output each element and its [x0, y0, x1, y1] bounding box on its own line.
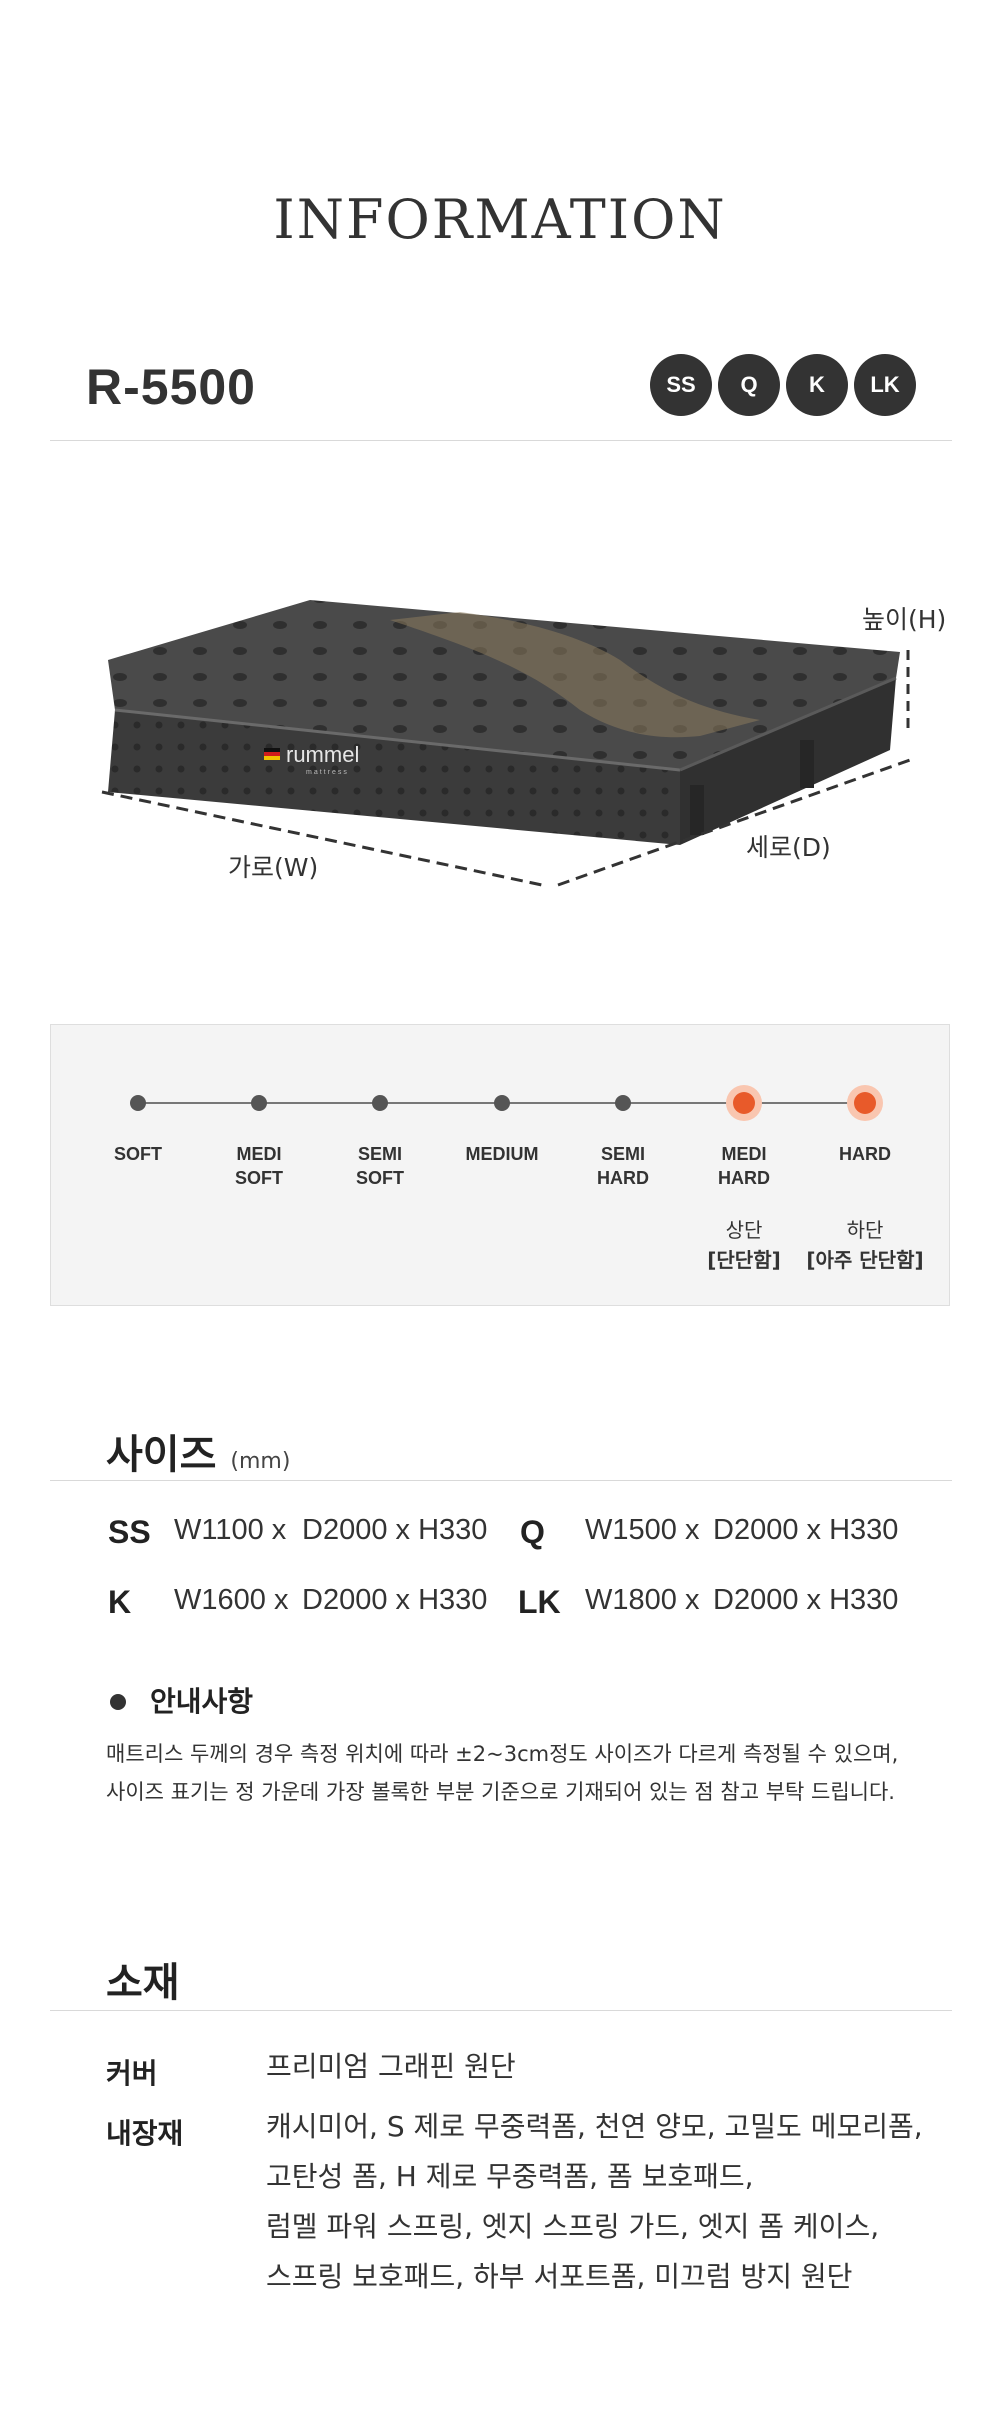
- inner-material-line: 럼멜 파워 스프링, 엣지 스프링 가드, 엣지 폼 케이스,: [266, 2210, 880, 2243]
- materials-section-title: 소재: [106, 1960, 180, 2006]
- size-badge-group: SS Q K LK: [650, 354, 916, 416]
- firmness-note-position: 하단: [846, 1218, 884, 1242]
- size-depth-height: D2000 x H330: [713, 1584, 899, 1616]
- brand-logo-sub: mattress: [306, 769, 349, 776]
- size-title-text: 사이즈: [106, 1432, 217, 1478]
- brand-logo: rummel: [286, 742, 359, 767]
- firmness-note-desc: [단단함]: [707, 1248, 781, 1272]
- size-depth-height: D2000 x H330: [713, 1514, 899, 1546]
- width-label: 가로(W): [228, 853, 319, 882]
- cover-value: 프리미엄 그래핀 원단: [266, 2050, 516, 2083]
- notice-title: 안내사항: [150, 1685, 254, 1718]
- size-width: W1100 x: [174, 1514, 287, 1546]
- bullet-icon: [110, 1694, 126, 1710]
- size-code: Q: [520, 1514, 545, 1550]
- mattress-front-side: [108, 710, 680, 845]
- size-depth-height: D2000 x H330: [302, 1584, 488, 1616]
- size-badge-q: Q: [718, 354, 780, 416]
- mattress-handle: [690, 785, 704, 835]
- size-section-title: 사이즈 (mm): [106, 1422, 290, 1480]
- inner-material-label: 내장재: [106, 2117, 184, 2150]
- firmness-label: HARD: [839, 1144, 891, 1164]
- size-badge-ss: SS: [650, 354, 712, 416]
- firmness-label: MEDI SOFT: [235, 1144, 283, 1188]
- depth-label: 세로(D): [746, 833, 831, 862]
- divider: [50, 440, 952, 441]
- depth-dimension-line: [557, 758, 911, 887]
- german-flag-icon: [264, 748, 280, 752]
- page-title: INFORMATION: [273, 188, 727, 251]
- firmness-label: MEDI HARD: [718, 1144, 770, 1188]
- size-badge-k: K: [786, 354, 848, 416]
- mattress-illustration: rummel mattress: [101, 600, 911, 887]
- firmness-dot-semi-hard: [615, 1095, 631, 1111]
- model-name: R-5500: [86, 359, 256, 415]
- firmness-dot-medi-soft: [251, 1095, 267, 1111]
- size-code: SS: [108, 1514, 151, 1550]
- firmness-label: SEMI SOFT: [356, 1144, 404, 1188]
- inner-material-line: 캐시미어, S 제로 무중력폼, 천연 양모, 고밀도 메모리폼,: [266, 2110, 923, 2143]
- size-unit: (mm): [230, 1449, 291, 1474]
- divider: [50, 2010, 952, 2011]
- notice-text-line: 사이즈 표기는 정 가운데 가장 볼록한 부분 기준으로 기재되어 있는 점 참…: [106, 1780, 895, 1804]
- size-depth-height: D2000 x H330: [302, 1514, 488, 1546]
- firmness-dot-medium: [494, 1095, 510, 1111]
- firmness-dot-semi-soft: [372, 1095, 388, 1111]
- mattress-handle: [800, 740, 814, 788]
- firmness-note-position: 상단: [725, 1218, 763, 1242]
- size-code: LK: [518, 1584, 561, 1620]
- inner-material-line: 스프링 보호패드, 하부 서포트폼, 미끄럼 방지 원단: [266, 2260, 853, 2293]
- size-code: K: [108, 1584, 132, 1620]
- notice-text-line: 매트리스 두께의 경우 측정 위치에 따라 ±2~3cm정도 사이즈가 다르게 …: [106, 1742, 899, 1766]
- inner-material-line: 고탄성 폼, H 제로 무중력폼, 폼 보호패드,: [266, 2160, 754, 2193]
- mattress-right-side: [680, 678, 896, 845]
- cover-label: 커버: [106, 2057, 158, 2090]
- firmness-dot-medi-hard-active: [733, 1092, 755, 1114]
- size-width: W1500 x: [585, 1514, 700, 1546]
- firmness-dot-soft: [130, 1095, 146, 1111]
- size-width: W1800 x: [585, 1584, 700, 1616]
- size-badge-lk: LK: [854, 354, 916, 416]
- height-label: 높이(H): [862, 605, 947, 634]
- firmness-panel: [50, 1024, 950, 1306]
- divider: [50, 1480, 952, 1481]
- firmness-label: MEDIUM: [465, 1144, 539, 1164]
- firmness-dot-hard-active: [854, 1092, 876, 1114]
- firmness-note-desc: [아주 단단함]: [806, 1248, 924, 1272]
- size-width: W1600 x: [174, 1584, 289, 1616]
- mattress-accent-pattern: [390, 612, 760, 738]
- firmness-label: SOFT: [114, 1144, 162, 1164]
- firmness-label: SEMI HARD: [597, 1144, 649, 1188]
